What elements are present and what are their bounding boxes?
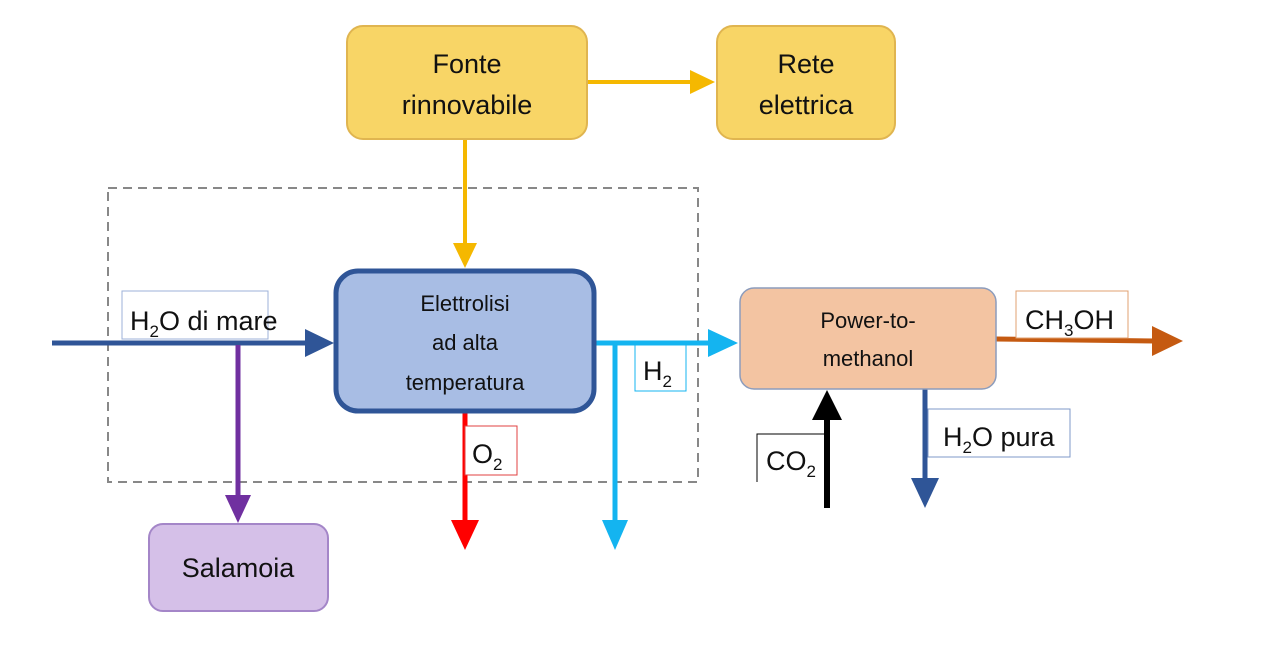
svg-text:CO2: CO2 [766,446,816,481]
svg-text:elettrica: elettrica [759,90,855,120]
power-to-electrolysis-arrow [453,139,477,268]
svg-text:H2O di mare: H2O di mare [130,306,278,341]
hydrogen-flow-arrow [595,329,738,550]
svg-text:Salamoia: Salamoia [182,553,296,583]
svg-text:Elettrolisi: Elettrolisi [420,291,509,316]
co2-flow-arrow [812,390,842,508]
svg-text:Fonte: Fonte [432,49,501,79]
elettrolisi-box: Elettrolisi ad alta temperatura [333,268,597,414]
oxygen-label: O2 [464,425,518,476]
seawater-label: H2O di mare [121,290,278,341]
methanol-flow-arrow [995,326,1183,356]
svg-text:methanol: methanol [823,346,914,371]
co2-label: CO2 [756,433,827,482]
svg-text:H2: H2 [643,356,672,391]
svg-text:rinnovabile: rinnovabile [402,90,533,120]
rete-elettrica-box: Rete elettrica [716,25,896,140]
power-to-methanol-box: Power-to- methanol [739,287,997,390]
svg-text:ad alta: ad alta [432,330,499,355]
hydrogen-label: H2 [634,344,687,392]
svg-text:Power-to-: Power-to- [820,308,915,333]
svg-text:O2: O2 [472,439,502,474]
svg-text:Rete: Rete [777,49,834,79]
fonte-rinnovabile-box: Fonte rinnovabile [346,25,588,140]
svg-text:CH3OH: CH3OH [1025,305,1114,340]
methanol-label: CH3OH [1015,290,1129,340]
system-boundary [107,187,699,483]
brine-flow-arrow [225,345,251,523]
svg-text:temperatura: temperatura [406,370,525,395]
salamoia-box: Salamoia [148,523,329,612]
power-to-grid-arrow [587,70,715,94]
pure-water-flow-arrow [911,389,939,508]
seawater-flow-arrow [52,329,334,357]
svg-text:H2O pura: H2O pura [943,422,1055,457]
pure-water-label: H2O pura [927,408,1071,458]
